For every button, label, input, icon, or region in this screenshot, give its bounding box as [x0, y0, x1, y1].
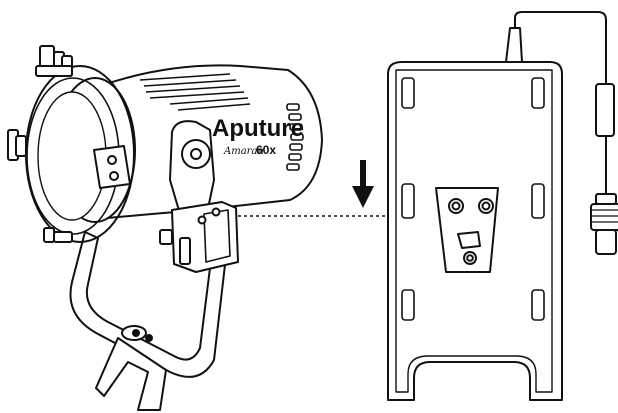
- brand-area: Aputure Amaran 60x: [212, 115, 304, 157]
- rear-fins: [286, 103, 304, 171]
- side-knob: [7, 129, 27, 161]
- mount-receiver: [435, 187, 499, 273]
- stand-spigot: [95, 337, 167, 411]
- arrow-down-icon: [352, 160, 374, 208]
- top-locking-knob: [35, 45, 73, 77]
- model-label: 60x: [256, 143, 276, 157]
- battery-plate: [387, 11, 618, 401]
- brand-logo: Aputure: [212, 115, 304, 142]
- v-mount-adapter: [159, 201, 239, 273]
- barrel-clip: [93, 145, 131, 189]
- series-logo: Amaran: [223, 146, 264, 157]
- top-vents: [139, 73, 251, 111]
- plate-slots: [401, 77, 545, 321]
- light-fixture: Aputure Amaran 60x: [7, 45, 323, 411]
- bottom-knob: [43, 227, 73, 243]
- power-cable: [514, 11, 607, 84]
- cable-connector: [590, 193, 618, 255]
- cable-ferrite: [595, 83, 615, 137]
